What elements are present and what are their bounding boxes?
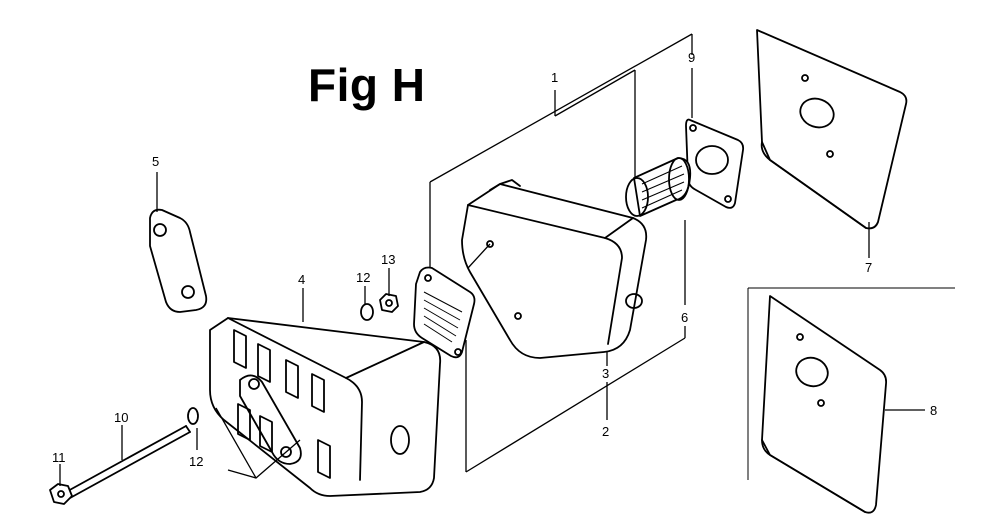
part-stud-bolt	[65, 425, 191, 499]
part-muffler-protector-plate	[747, 287, 955, 514]
callout-7: 7	[865, 260, 872, 275]
callout-8: 8	[930, 403, 937, 418]
callout-11: 11	[52, 450, 66, 465]
part-small-protector	[149, 208, 208, 313]
callout-4: 4	[298, 272, 305, 287]
callout-2: 2	[602, 424, 609, 439]
callout-6: 6	[681, 310, 688, 325]
callout-1: 1	[551, 70, 558, 85]
figure-title: Fig H	[308, 59, 426, 111]
part-heat-protector-plate	[756, 29, 908, 230]
callout-12-upper: 12	[356, 270, 370, 285]
part-exhaust-gasket	[685, 118, 745, 209]
part-washer-upper	[360, 303, 374, 321]
part-muffler-pipe	[625, 157, 692, 217]
part-muffler-protector	[209, 317, 442, 497]
callout-9: 9	[688, 50, 695, 65]
callout-5: 5	[152, 154, 159, 169]
part-muffler-body	[461, 179, 648, 359]
callout-13: 13	[381, 252, 395, 267]
part-nut-13	[379, 293, 399, 313]
callout-10: 10	[114, 410, 128, 425]
part-muffler-gasket	[413, 266, 476, 359]
part-washer-lower	[187, 407, 199, 425]
leader-lines	[59, 33, 925, 486]
part-nut-11	[49, 483, 73, 505]
callout-12-lower: 12	[189, 454, 203, 469]
callout-3: 3	[602, 366, 609, 381]
